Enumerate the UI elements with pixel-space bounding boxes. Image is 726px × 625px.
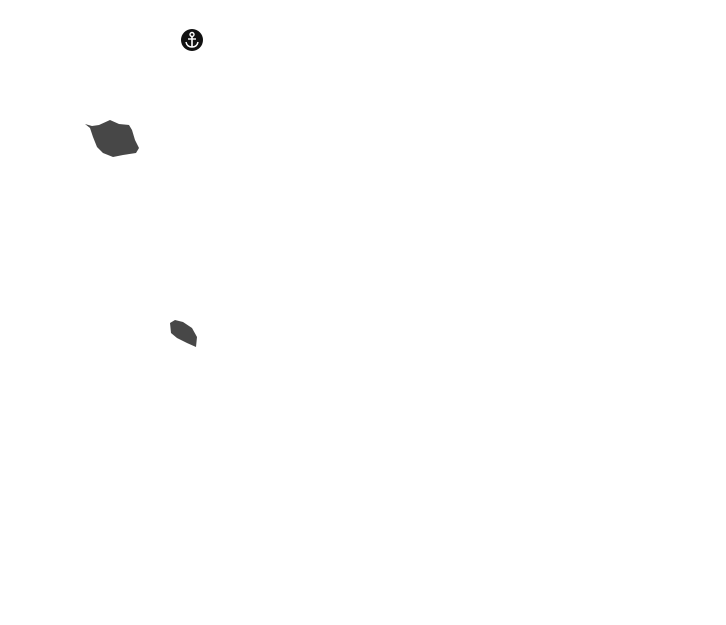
anchor-icon[interactable] [181,29,203,51]
island-large [85,120,139,157]
island-small [170,320,197,347]
